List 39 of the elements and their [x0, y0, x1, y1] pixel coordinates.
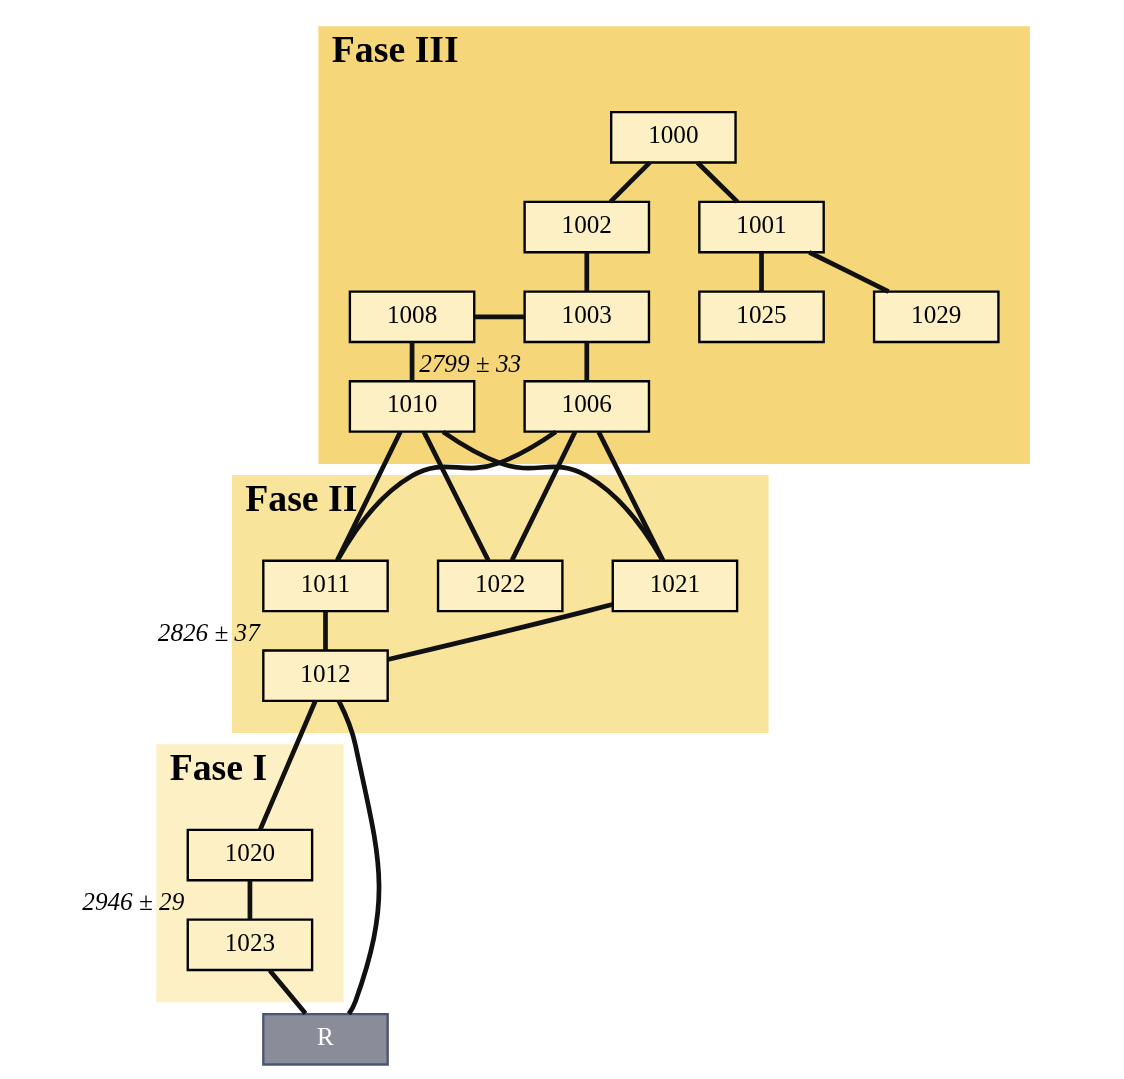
connector	[695, 160, 740, 204]
connector	[409, 342, 415, 382]
connector	[335, 429, 558, 562]
node-box: 1006	[523, 380, 651, 433]
connector	[421, 430, 491, 562]
node-box: 1001	[698, 200, 825, 254]
connector	[323, 611, 328, 651]
node-box: 1023	[186, 918, 314, 972]
node-box: 1002	[523, 200, 651, 254]
node-box: 1012	[262, 649, 389, 702]
node-box: 1010	[348, 380, 476, 433]
node-label: 2946 ± 29	[82, 887, 185, 915]
connector	[387, 602, 613, 662]
node-box: 1000	[610, 110, 737, 164]
connector	[608, 160, 652, 204]
connector	[596, 430, 666, 562]
node-box: 1021	[611, 559, 739, 613]
connector	[441, 429, 665, 562]
node-box: 1029	[872, 290, 1000, 344]
node-box: 1022	[436, 559, 564, 613]
node-box: 1025	[698, 290, 825, 344]
node-box: 1020	[186, 828, 314, 882]
node-box: 1011	[262, 559, 389, 613]
node-box: 1008	[348, 290, 476, 344]
connector	[759, 252, 764, 292]
node-label: 2799 ± 33	[419, 349, 522, 377]
connector	[336, 699, 382, 1016]
connector	[509, 430, 578, 562]
connector	[335, 430, 403, 562]
node-box: R	[262, 1012, 389, 1066]
connector	[247, 880, 253, 920]
connector	[474, 314, 525, 320]
connector	[584, 342, 590, 382]
connector	[584, 252, 590, 292]
connector	[258, 700, 318, 831]
connector	[267, 968, 308, 1016]
node-label: 2826 ± 37	[157, 618, 260, 646]
connector	[808, 250, 890, 294]
node-box: 1003	[523, 290, 651, 344]
